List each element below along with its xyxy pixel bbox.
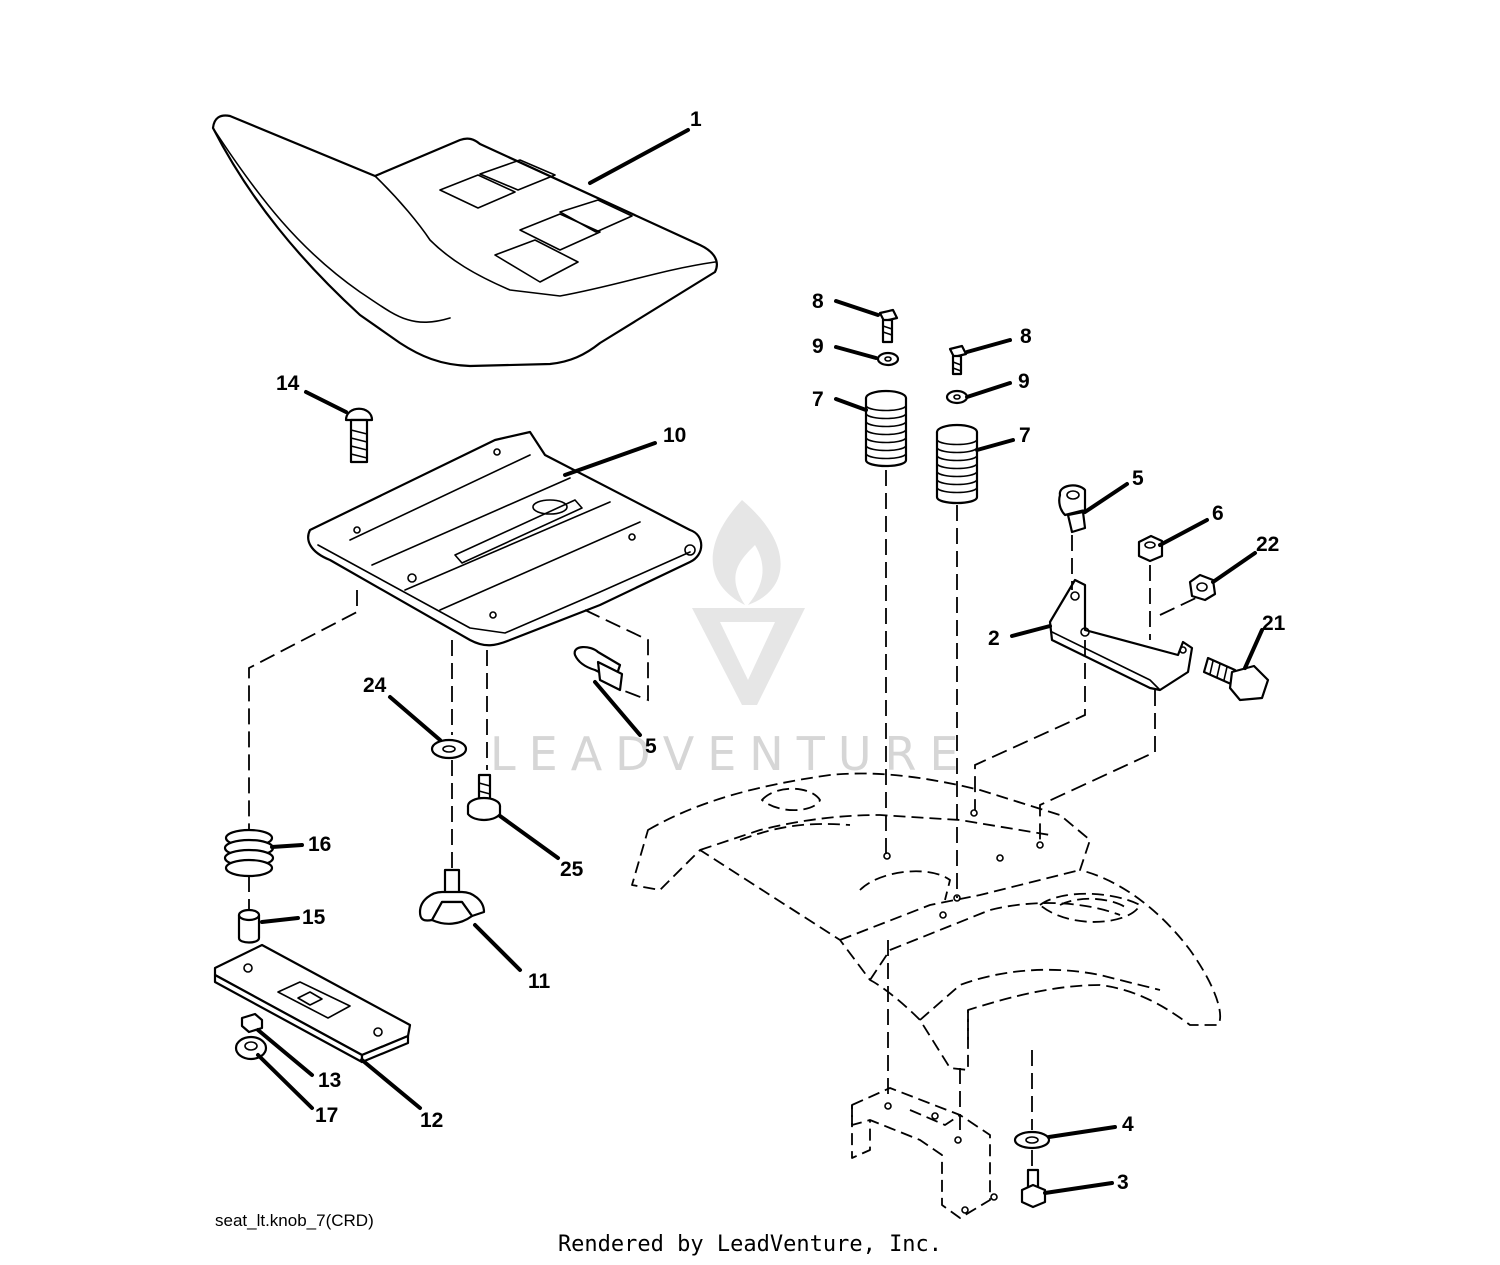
callout-9-left: 9 xyxy=(812,335,824,358)
callout-1: 1 xyxy=(690,108,702,131)
render-credit: Rendered by LeadVenture, Inc. xyxy=(557,1232,943,1257)
callout-6: 6 xyxy=(1212,502,1224,525)
callout-8-left: 8 xyxy=(812,290,824,313)
callout-labels: 1 14 10 24 5 25 16 15 11 13 17 12 8 9 7 … xyxy=(276,108,1286,1194)
nut-part-22 xyxy=(1188,573,1217,602)
callout-7-right: 7 xyxy=(1019,424,1031,447)
shoulder-bolt-part-21 xyxy=(1202,656,1270,702)
washer-part-4 xyxy=(1013,1130,1051,1150)
callout-10: 10 xyxy=(663,424,686,447)
bracket-part-2 xyxy=(1048,578,1194,692)
callout-5-left: 5 xyxy=(645,735,657,758)
callout-2: 2 xyxy=(988,627,1000,650)
leadventure-watermark-logo xyxy=(692,500,805,705)
washer-part-24 xyxy=(430,738,468,760)
callout-22: 22 xyxy=(1256,533,1279,556)
callout-5-right: 5 xyxy=(1132,467,1144,490)
callout-17: 17 xyxy=(315,1104,338,1127)
spring-part-7-right xyxy=(935,423,979,505)
diagram-filename-caption: seat_lt.knob_7(CRD) xyxy=(215,1211,374,1230)
callout-4: 4 xyxy=(1122,1113,1134,1136)
callout-14: 14 xyxy=(276,372,300,395)
callout-16: 16 xyxy=(308,833,331,856)
callout-25: 25 xyxy=(560,858,584,881)
nut-part-13 xyxy=(240,1012,264,1034)
callout-11: 11 xyxy=(528,970,551,993)
tractor-frame-outline xyxy=(631,772,1222,1071)
callout-21: 21 xyxy=(1262,612,1286,635)
shoulder-bolt-part-25 xyxy=(466,773,502,822)
spacer-part-15 xyxy=(237,908,261,944)
bolt-part-3 xyxy=(1020,1168,1047,1209)
carriage-bolt-part-14 xyxy=(344,407,374,464)
spring-part-7-left xyxy=(864,389,908,468)
nut-part-6 xyxy=(1137,534,1164,563)
seat-part-1 xyxy=(211,114,718,368)
watermark-text: LEADVENTURE xyxy=(490,727,972,781)
callout-3: 3 xyxy=(1117,1171,1129,1194)
seat-plate-part-12 xyxy=(213,943,412,1064)
knob-part-11 xyxy=(418,868,486,925)
callout-24: 24 xyxy=(363,674,387,697)
callout-8-right: 8 xyxy=(1020,325,1032,348)
callout-7-left: 7 xyxy=(812,388,824,411)
callout-12: 12 xyxy=(420,1109,443,1132)
clip-part-5-left xyxy=(573,646,624,692)
callout-9-right: 9 xyxy=(1018,370,1030,393)
bolt-part-8-right xyxy=(948,344,968,376)
callout-15: 15 xyxy=(302,906,326,929)
clip-part-5-right xyxy=(1058,484,1087,534)
assembly-lines xyxy=(248,470,1201,1168)
washer-part-9-right xyxy=(945,389,969,405)
callout-13: 13 xyxy=(318,1069,341,1092)
washer-part-9-left xyxy=(876,351,900,367)
lower-frame-bracket-outline xyxy=(851,1087,998,1219)
spring-part-16 xyxy=(223,828,275,878)
bolt-part-8-left xyxy=(878,308,899,344)
leader-lines xyxy=(256,128,1264,1195)
seat-pan-part-10 xyxy=(307,430,703,647)
